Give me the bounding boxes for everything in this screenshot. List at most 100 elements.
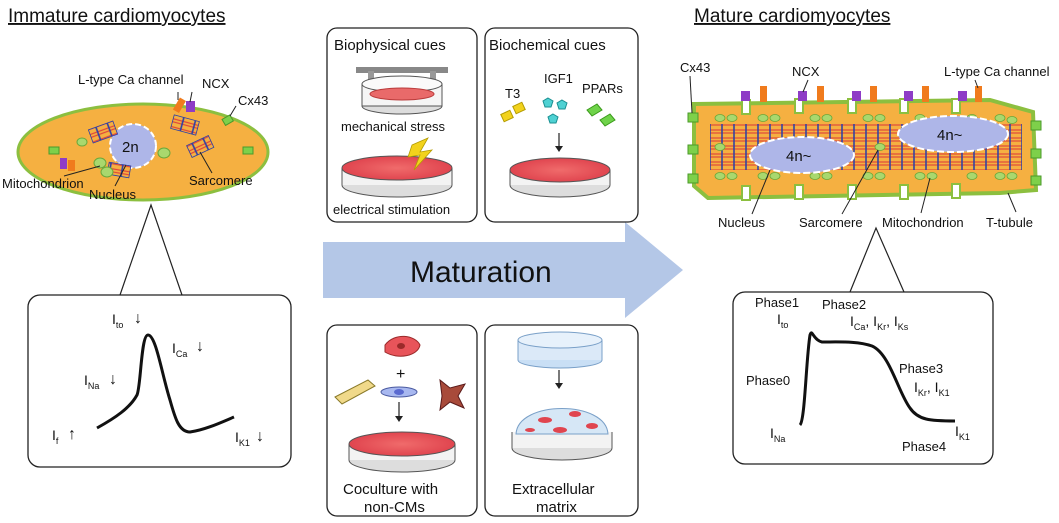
lightning-icon <box>407 137 434 171</box>
t3-label: T3 <box>505 86 520 101</box>
mature-nucleus-label: Nucleus <box>718 215 765 230</box>
ncx-icon <box>852 91 861 101</box>
immature-ap-box <box>27 294 292 468</box>
mitochondrion-icon <box>93 157 107 169</box>
cx43-icon <box>1030 120 1042 131</box>
igf1-label: IGF1 <box>544 71 573 86</box>
svg-text:Ito: Ito <box>112 311 123 330</box>
mature-ina-label: INa <box>770 425 785 444</box>
svg-text:↓: ↓ <box>256 428 264 445</box>
ncx-icon <box>186 101 195 112</box>
biophysical-cues-box: Biophysical cues mechanical stress <box>326 27 478 223</box>
svg-text:If: If <box>52 427 59 446</box>
svg-text:↓: ↓ <box>196 338 204 355</box>
ncx-icon <box>904 91 913 101</box>
immature-if-label: If ↑ <box>52 426 76 446</box>
mature-ikr-ik1-label: IKr, IK1 <box>914 379 950 398</box>
svg-text:ICa: ICa <box>172 340 187 359</box>
maturation-label: Maturation <box>410 256 552 289</box>
coculture-line2: non-CMs <box>364 499 425 516</box>
middle-panel: Maturation Biophysical cues mechanical s… <box>323 27 683 517</box>
maturation-arrow <box>323 222 683 318</box>
l-type-ca-channel-icon <box>817 86 824 102</box>
phase1-label: Phase1 <box>755 295 799 310</box>
svg-text:IK1: IK1 <box>235 429 250 448</box>
svg-text:↓: ↓ <box>134 310 142 327</box>
mature-nucleus-icon <box>897 115 1009 153</box>
mechanical-stress-label: mechanical stress <box>341 119 446 134</box>
ncx-icon <box>741 91 750 101</box>
biochemical-dish-icon <box>509 157 611 198</box>
coculture-box: + Coculture with non-CMs <box>326 324 478 517</box>
ppars-molecule-icon <box>599 113 616 127</box>
l-type-ca-channel-icon <box>922 86 929 102</box>
igf1-molecule-icon <box>556 99 568 110</box>
immature-ica-label: ICa ↓ <box>172 338 204 359</box>
ecm-box: Extracellular matrix <box>484 324 639 517</box>
ppars-molecule-icon <box>586 103 603 117</box>
phase0-label: Phase0 <box>746 373 790 388</box>
biochemical-cues-box: Biochemical cues T3 IGF1 PPARs <box>484 27 639 223</box>
mature-zoom-callout <box>849 226 905 293</box>
ecm-gel-icon <box>517 331 603 369</box>
immature-cell: 2n <box>16 97 270 202</box>
immature-ik1-label: IK1 ↓ <box>235 428 264 448</box>
cell-type-icon <box>439 378 467 412</box>
cx43-icon <box>1030 148 1042 159</box>
mature-panel: Mature cardiomyocytes <box>680 6 1050 465</box>
mature-title: Mature cardiomyocytes <box>694 6 890 27</box>
mitochondrion-icon <box>76 137 88 147</box>
immature-ap-trace <box>96 333 235 434</box>
ecm-line1: Extracellular <box>512 481 595 498</box>
mature-ncx-label: NCX <box>792 64 820 79</box>
sarcomere-icon <box>186 134 215 158</box>
immature-title: Immature cardiomyocytes <box>8 6 226 27</box>
sarcomere-icon <box>87 120 119 144</box>
biophysical-title: Biophysical cues <box>334 37 446 54</box>
mature-ltype-label: L-type Ca channel <box>944 64 1050 79</box>
ncx-icon <box>798 91 807 101</box>
immature-panel: Immature cardiomyocytes 2n <box>2 6 292 468</box>
biochemical-title: Biochemical cues <box>489 37 606 54</box>
immature-cx43-label: Cx43 <box>238 93 268 108</box>
ecm-dish-icon <box>511 408 613 461</box>
mature-ap-box <box>732 291 994 465</box>
phase2-label: Phase2 <box>822 297 866 312</box>
phase3-label: Phase3 <box>899 361 943 376</box>
immature-ito-label: Ito ↓ <box>112 310 142 330</box>
immature-ltype-label: L-type Ca channel <box>78 72 184 87</box>
mitochondrion-icon <box>157 147 171 159</box>
mechanical-stress-device-icon <box>356 67 448 115</box>
mature-ito-label: Ito <box>777 311 788 330</box>
l-type-ca-channel-icon <box>68 160 75 171</box>
immature-mito-label: Mitochondrion <box>2 176 84 191</box>
coculture-line1: Coculture with <box>343 481 438 498</box>
immature-nucleus-icon <box>109 123 157 169</box>
l-type-ca-channel-icon <box>975 86 982 102</box>
mature-mito-label: Mitochondrion <box>882 215 964 230</box>
ncx-icon <box>958 91 967 101</box>
mature-ploidy-1: 4n~ <box>786 148 812 165</box>
l-type-ca-channel-icon <box>870 86 877 102</box>
electrical-stimulation-label: electrical stimulation <box>333 202 450 217</box>
t3-molecule-icon <box>500 109 514 123</box>
mature-ttubule-label: T-tubule <box>986 215 1033 230</box>
mature-ik1-label: IK1 <box>955 423 970 442</box>
mature-nucleus-icon <box>749 136 855 174</box>
cx43-icon <box>242 146 254 155</box>
mature-cx43-label: Cx43 <box>680 60 710 75</box>
immature-nucleus-label: Nucleus <box>89 187 136 202</box>
cx43-icon <box>221 114 235 127</box>
immature-sarcomere-label: Sarcomere <box>189 173 253 188</box>
mature-ap-trace <box>798 331 956 427</box>
svg-text:↓: ↓ <box>109 371 117 388</box>
coculture-dish-icon <box>348 431 456 473</box>
cx43-icon <box>687 173 699 184</box>
sarcomere-icon <box>170 114 200 136</box>
svg-text:INa: INa <box>84 372 99 391</box>
l-type-ca-channel-icon <box>760 86 767 102</box>
cx43-icon <box>687 112 699 123</box>
mature-ica-kr-ks-label: ICa, IKr, IKs <box>850 313 909 332</box>
cx43-icon <box>687 144 699 155</box>
